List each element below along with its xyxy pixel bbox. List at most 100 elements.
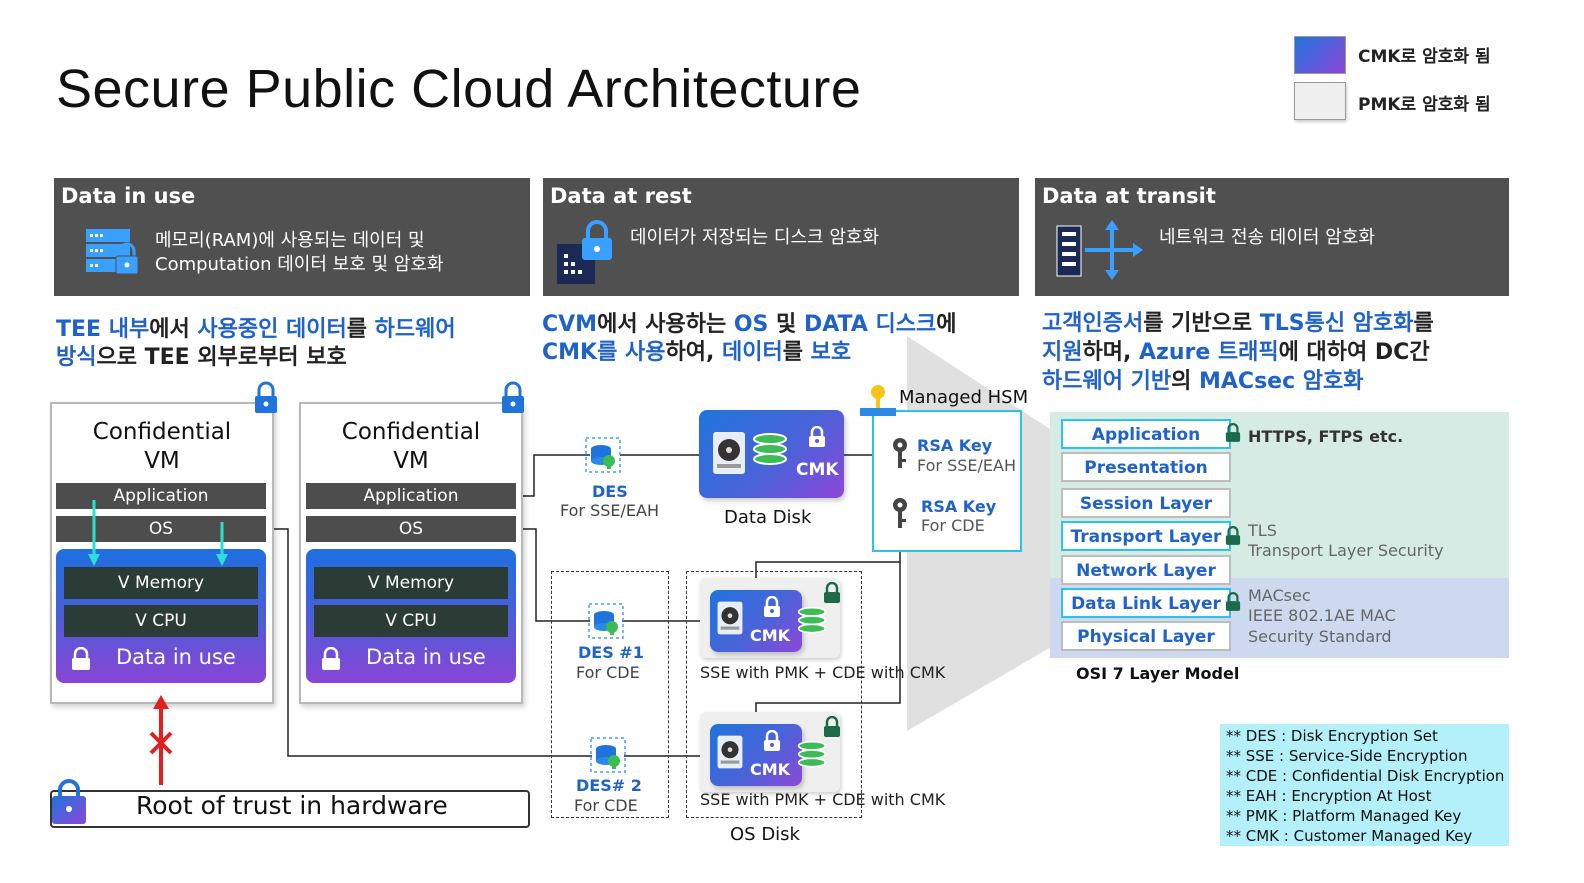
rsa-key-2: RSA Key xyxy=(921,497,997,516)
des1-name: DES #1 xyxy=(578,643,644,662)
desc-transit-line2: 지원하며, Azure 트래픽에 대하여 DC간 xyxy=(1042,338,1430,367)
plain-text: 를 xyxy=(782,340,811,365)
highlight-text: 하드웨어 기반 xyxy=(1042,369,1172,394)
vm-application-bar: Application xyxy=(56,483,266,509)
highlight-text: OS xyxy=(733,312,769,337)
plain-text: 에서 사용하는 xyxy=(597,312,734,337)
plain-text: 하며, xyxy=(1082,340,1139,365)
lock-icon xyxy=(764,596,780,617)
green-lock-icon xyxy=(824,716,840,737)
desc-transit-line1: 고객인증서를 기반으로 TLS통신 암호화를 xyxy=(1042,309,1434,338)
header-desc-line1: 데이터가 저장되는 디스크 암호화 xyxy=(630,227,880,248)
vm-lock-icon xyxy=(255,381,277,413)
chip-lock-icon xyxy=(52,779,86,824)
vm-title-line1: Confidential xyxy=(341,419,481,445)
header-title: Data at rest xyxy=(550,184,692,208)
des2-sub: For CDE xyxy=(574,796,638,815)
hard-drive-icon xyxy=(717,601,743,635)
des-cde-group xyxy=(551,571,669,818)
legend-pmk-label: PMK로 암호화 됨 xyxy=(1358,95,1491,115)
green-lock-icon xyxy=(1225,423,1241,442)
osi-layer-physical: Physical Layer xyxy=(1061,621,1231,651)
header-desc-line1: 메모리(RAM)에 사용되는 데이터 및 xyxy=(155,230,425,251)
plain-text: 를 기반으로 xyxy=(1143,311,1260,336)
hard-drive-icon xyxy=(717,735,743,769)
osi-layer-transport: Transport Layer xyxy=(1061,521,1231,551)
highlight-text: TLS통신 암호화 xyxy=(1259,311,1414,336)
rsa-key-1: RSA Key xyxy=(917,436,993,455)
data-in-use-label: Data in use xyxy=(116,645,236,669)
note-eah: ** EAH : Encryption At Host xyxy=(1226,787,1432,805)
vm-os-bar: OS xyxy=(56,516,266,542)
legend-cmk-label: CMK로 암호화 됨 xyxy=(1358,47,1491,67)
os-disk-label: OS Disk xyxy=(730,824,800,845)
highlight-text: MACsec 암호화 xyxy=(1199,369,1364,394)
desc-in-use-line1: TEE 내부에서 사용중인 데이터를 하드웨어 xyxy=(56,315,456,344)
osi-caption: OSI 7 Layer Model xyxy=(1076,664,1240,683)
highlight-text: Azure 트래픽 xyxy=(1138,340,1279,365)
green-lock-icon xyxy=(824,582,840,603)
lock-icon xyxy=(764,730,780,751)
osi-layer-data-link: Data Link Layer xyxy=(1061,588,1231,618)
hard-drive-icon xyxy=(713,432,745,474)
osi-macsec-sub1: IEEE 802.1AE MAC xyxy=(1248,606,1396,625)
header-data-at-rest: Data at rest 데이터가 저장되는 디스크 암호화 xyxy=(543,178,1019,296)
cmk-label: CMK xyxy=(750,626,791,645)
lock-icon xyxy=(809,426,825,447)
vm-os-bar: OS xyxy=(306,516,516,542)
header-data-at-transit: Data at transit 네트워크 전송 데이터 암호화 xyxy=(1035,178,1509,296)
key-icon xyxy=(893,438,907,468)
header-data-in-use: Data in use 메모리(RAM)에 사용되는 데이터 및 Computa… xyxy=(54,178,530,296)
note-des: ** DES : Disk Encryption Set xyxy=(1226,727,1438,745)
des-name: DES xyxy=(592,482,628,501)
confidential-vm-1: Confidential VM Application OS V Memory … xyxy=(50,402,274,704)
vm-tee-enclave: V Memory V CPU Data in use xyxy=(56,549,266,683)
plain-text: 및 xyxy=(768,312,804,337)
vm-cpu-bar: V CPU xyxy=(314,605,508,637)
rsa-key-1-sub: For SSE/EAH xyxy=(917,456,1016,475)
osi-layer-application: Application Layer xyxy=(1061,419,1231,473)
blocked-access-arrow xyxy=(149,695,173,785)
highlight-text: 사용중인 데이터 xyxy=(197,317,347,342)
vm-title-line1: Confidential xyxy=(92,419,232,445)
vm-memory-bar: V Memory xyxy=(314,567,508,599)
des2-icon xyxy=(590,737,626,773)
plain-text: 하여, xyxy=(665,340,722,365)
root-of-trust-box xyxy=(50,790,530,828)
plain-text: 으로 TEE 외부로부터 보호 xyxy=(96,345,347,370)
plain-text: 의 xyxy=(1171,369,1200,394)
confidential-vm-2: Confidential VM Application OS V Memory … xyxy=(299,402,523,704)
database-stack-icon xyxy=(753,433,787,465)
vm-memory-bar: V Memory xyxy=(64,567,258,599)
cmk-label: CMK xyxy=(750,760,791,779)
green-lock-icon xyxy=(1225,526,1241,545)
managed-hsm-box xyxy=(872,410,1022,552)
highlight-text: 보호 xyxy=(810,340,852,365)
data-disk-label: Data Disk xyxy=(724,507,812,528)
os-disk-cmk-2: CMK xyxy=(710,724,802,786)
os-disk-group xyxy=(686,571,862,818)
legend-pmk-swatch xyxy=(1294,82,1346,120)
osi-macsec-sub2: Security Standard xyxy=(1248,627,1392,646)
plain-text: 에 대하여 DC간 xyxy=(1278,340,1430,365)
des1-sub: For CDE xyxy=(576,663,640,682)
highlight-text: DATA 디스크 xyxy=(803,312,937,337)
rsa-key-2-sub: For CDE xyxy=(921,516,985,535)
highlight-text: CMK를 사용 xyxy=(542,340,666,365)
note-cde: ** CDE : Confidential Disk Encryption xyxy=(1226,767,1505,785)
osi-layer-network: Network Layer xyxy=(1061,555,1231,585)
highlight-text: 하드웨어 xyxy=(374,317,456,342)
lock-icon xyxy=(72,647,90,670)
header-desc-line1: 네트워크 전송 데이터 암호화 xyxy=(1159,227,1375,248)
data-in-use-label: Data in use xyxy=(366,645,486,669)
osi-macsec-title: MACsec xyxy=(1248,586,1311,605)
plain-text: 에 xyxy=(936,312,957,337)
osi-app-note: HTTPS, FTPS etc. xyxy=(1248,427,1404,446)
osi-layer-presentation: Presentation Layer xyxy=(1061,452,1231,506)
network-transfer-icon xyxy=(1056,220,1143,280)
vm-cpu-bar: V CPU xyxy=(64,605,258,637)
cmk-label: CMK xyxy=(796,460,839,480)
disk-lock-icon xyxy=(557,220,612,284)
plain-text: 에서 xyxy=(149,317,198,342)
plain-text: 를 xyxy=(346,317,375,342)
